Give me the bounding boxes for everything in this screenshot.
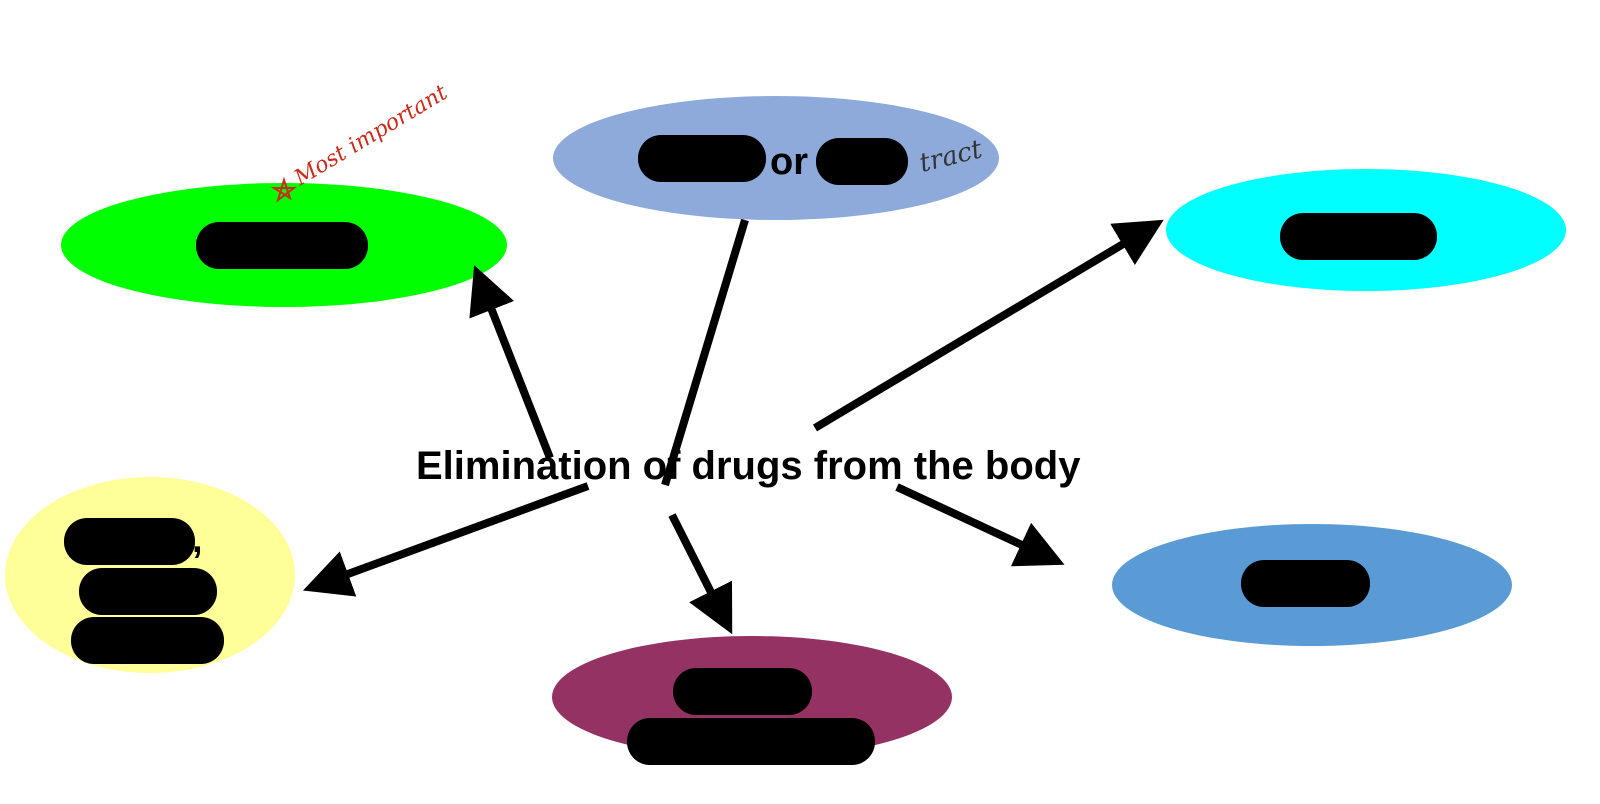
redaction-top-1 bbox=[638, 135, 766, 182]
redaction-left-2 bbox=[79, 568, 217, 615]
arrow-to-upper-left bbox=[469, 265, 554, 460]
redaction-top-2 bbox=[816, 138, 908, 185]
star-icon bbox=[270, 176, 297, 203]
arrow-to-left bbox=[302, 482, 590, 597]
redaction-left-3 bbox=[71, 617, 224, 664]
node-top-connector: or bbox=[770, 141, 808, 183]
annotation-most-important: Most important bbox=[289, 80, 452, 191]
node-left-punctuation: , bbox=[192, 519, 203, 561]
arrow-from-top bbox=[661, 218, 749, 487]
node-top-ellipse bbox=[553, 96, 999, 220]
redaction-bottom-2 bbox=[627, 718, 875, 765]
redaction-right bbox=[1241, 560, 1370, 607]
center-title: Elimination of drugs from the body bbox=[416, 444, 1081, 488]
arrow-to-right bbox=[895, 483, 1065, 567]
redaction-upper-right bbox=[1280, 213, 1437, 260]
arrow-to-bottom bbox=[668, 513, 733, 635]
arrow-to-upper-right bbox=[812, 219, 1164, 432]
redaction-upper-left bbox=[196, 222, 368, 269]
redaction-left-1 bbox=[64, 518, 195, 565]
redaction-bottom-1 bbox=[673, 668, 812, 715]
